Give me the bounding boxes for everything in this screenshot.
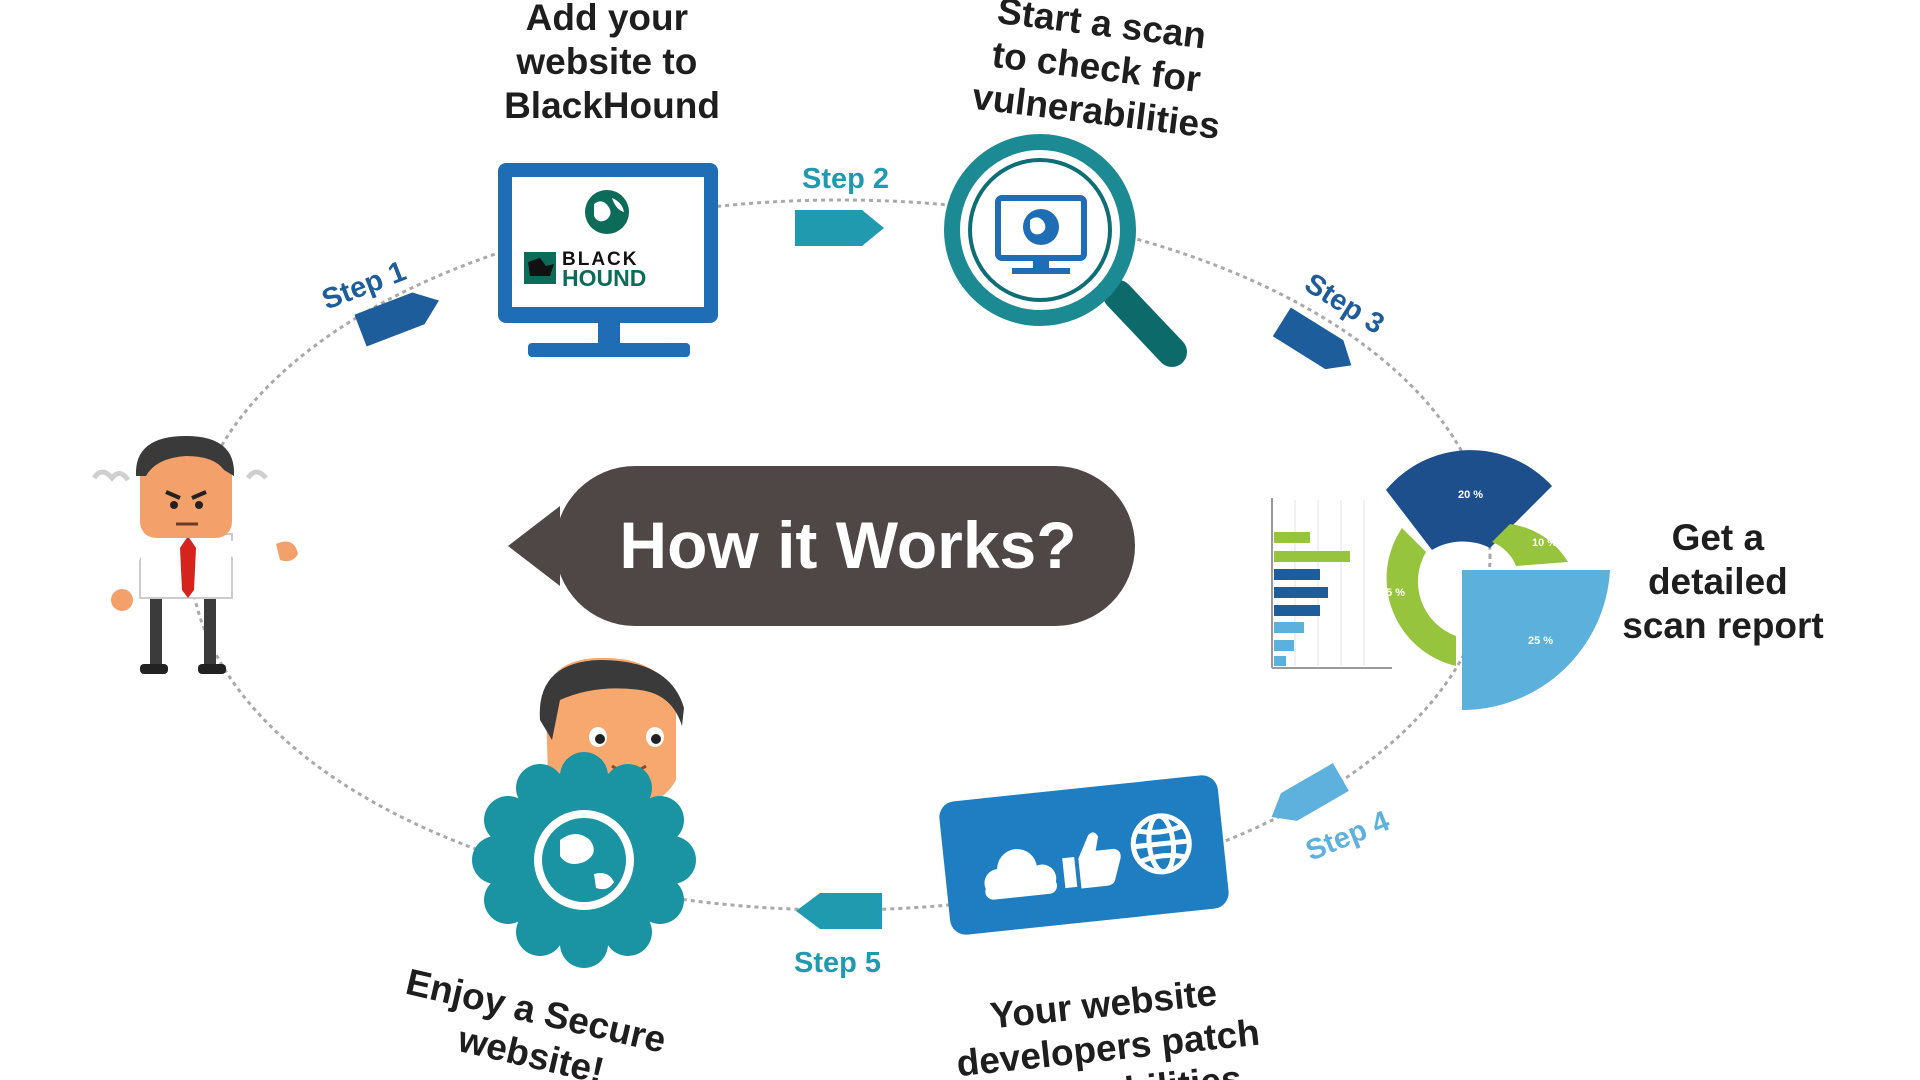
secure-globe-badge-icon: [472, 752, 696, 968]
step1-caption: Add your website to BlackHound: [504, 0, 720, 126]
donut-segment-45: [1386, 528, 1456, 666]
monitor-icon: BLACK HOUND: [498, 163, 718, 357]
step4-arrow: [1271, 763, 1349, 821]
donut-label-20: 20 %: [1458, 489, 1483, 501]
step3-arrow: [1272, 307, 1352, 370]
step3-caption-line: scan report: [1622, 605, 1824, 646]
thumbs-up-icon: [1062, 832, 1121, 889]
step1-arrow: [354, 292, 439, 347]
developer-tools-card: [939, 775, 1229, 935]
globe-icon: [585, 190, 629, 234]
center-title: How it Works?: [619, 508, 1076, 582]
blackhound-logo: BLACK HOUND: [524, 249, 646, 291]
donut-chart: 20 % 10 % 25 % 45 %: [1380, 450, 1610, 711]
step3-caption: Get a detailed scan report: [1622, 517, 1824, 646]
angry-man-icon: [91, 436, 298, 674]
step5-arrow: [796, 893, 882, 929]
step1-caption-line: BlackHound: [504, 85, 720, 126]
cloud-icon: [984, 849, 1058, 900]
step4-caption: Your website developers patch vulnerabil…: [950, 967, 1276, 1080]
magnifier-icon: [944, 134, 1187, 367]
center-bubble: How it Works?: [508, 466, 1135, 626]
donut-segment-25: [1462, 570, 1610, 711]
step2-caption: Start a scan to check for vulnerabilitie…: [970, 0, 1233, 147]
step2-arrow: [795, 210, 884, 246]
step3-caption-line: detailed: [1648, 561, 1788, 602]
globe-icon: [1130, 813, 1192, 875]
bar-chart: [1271, 498, 1392, 669]
step4-label: Step 4: [1301, 805, 1394, 867]
step2-label: Step 2: [802, 163, 889, 195]
logo-line2: HOUND: [562, 265, 646, 291]
step1-caption-line: website to: [515, 41, 697, 82]
logo-line1: BLACK: [562, 249, 639, 270]
step3-caption-line: Get a: [1672, 517, 1765, 558]
donut-label-10: 10 %: [1532, 537, 1557, 549]
donut-label-45: 45 %: [1380, 587, 1405, 599]
report-chart-icon: 20 % 10 % 25 % 45 %: [1271, 450, 1610, 711]
cycle-path: [188, 198, 1492, 912]
donut-segment-10: [1492, 524, 1568, 566]
step5-label: Step 5: [794, 947, 881, 979]
step1-caption-line: Add your: [526, 0, 688, 38]
step5-caption: Enjoy a Secure website!: [392, 961, 680, 1080]
donut-label-25: 25 %: [1528, 635, 1553, 647]
